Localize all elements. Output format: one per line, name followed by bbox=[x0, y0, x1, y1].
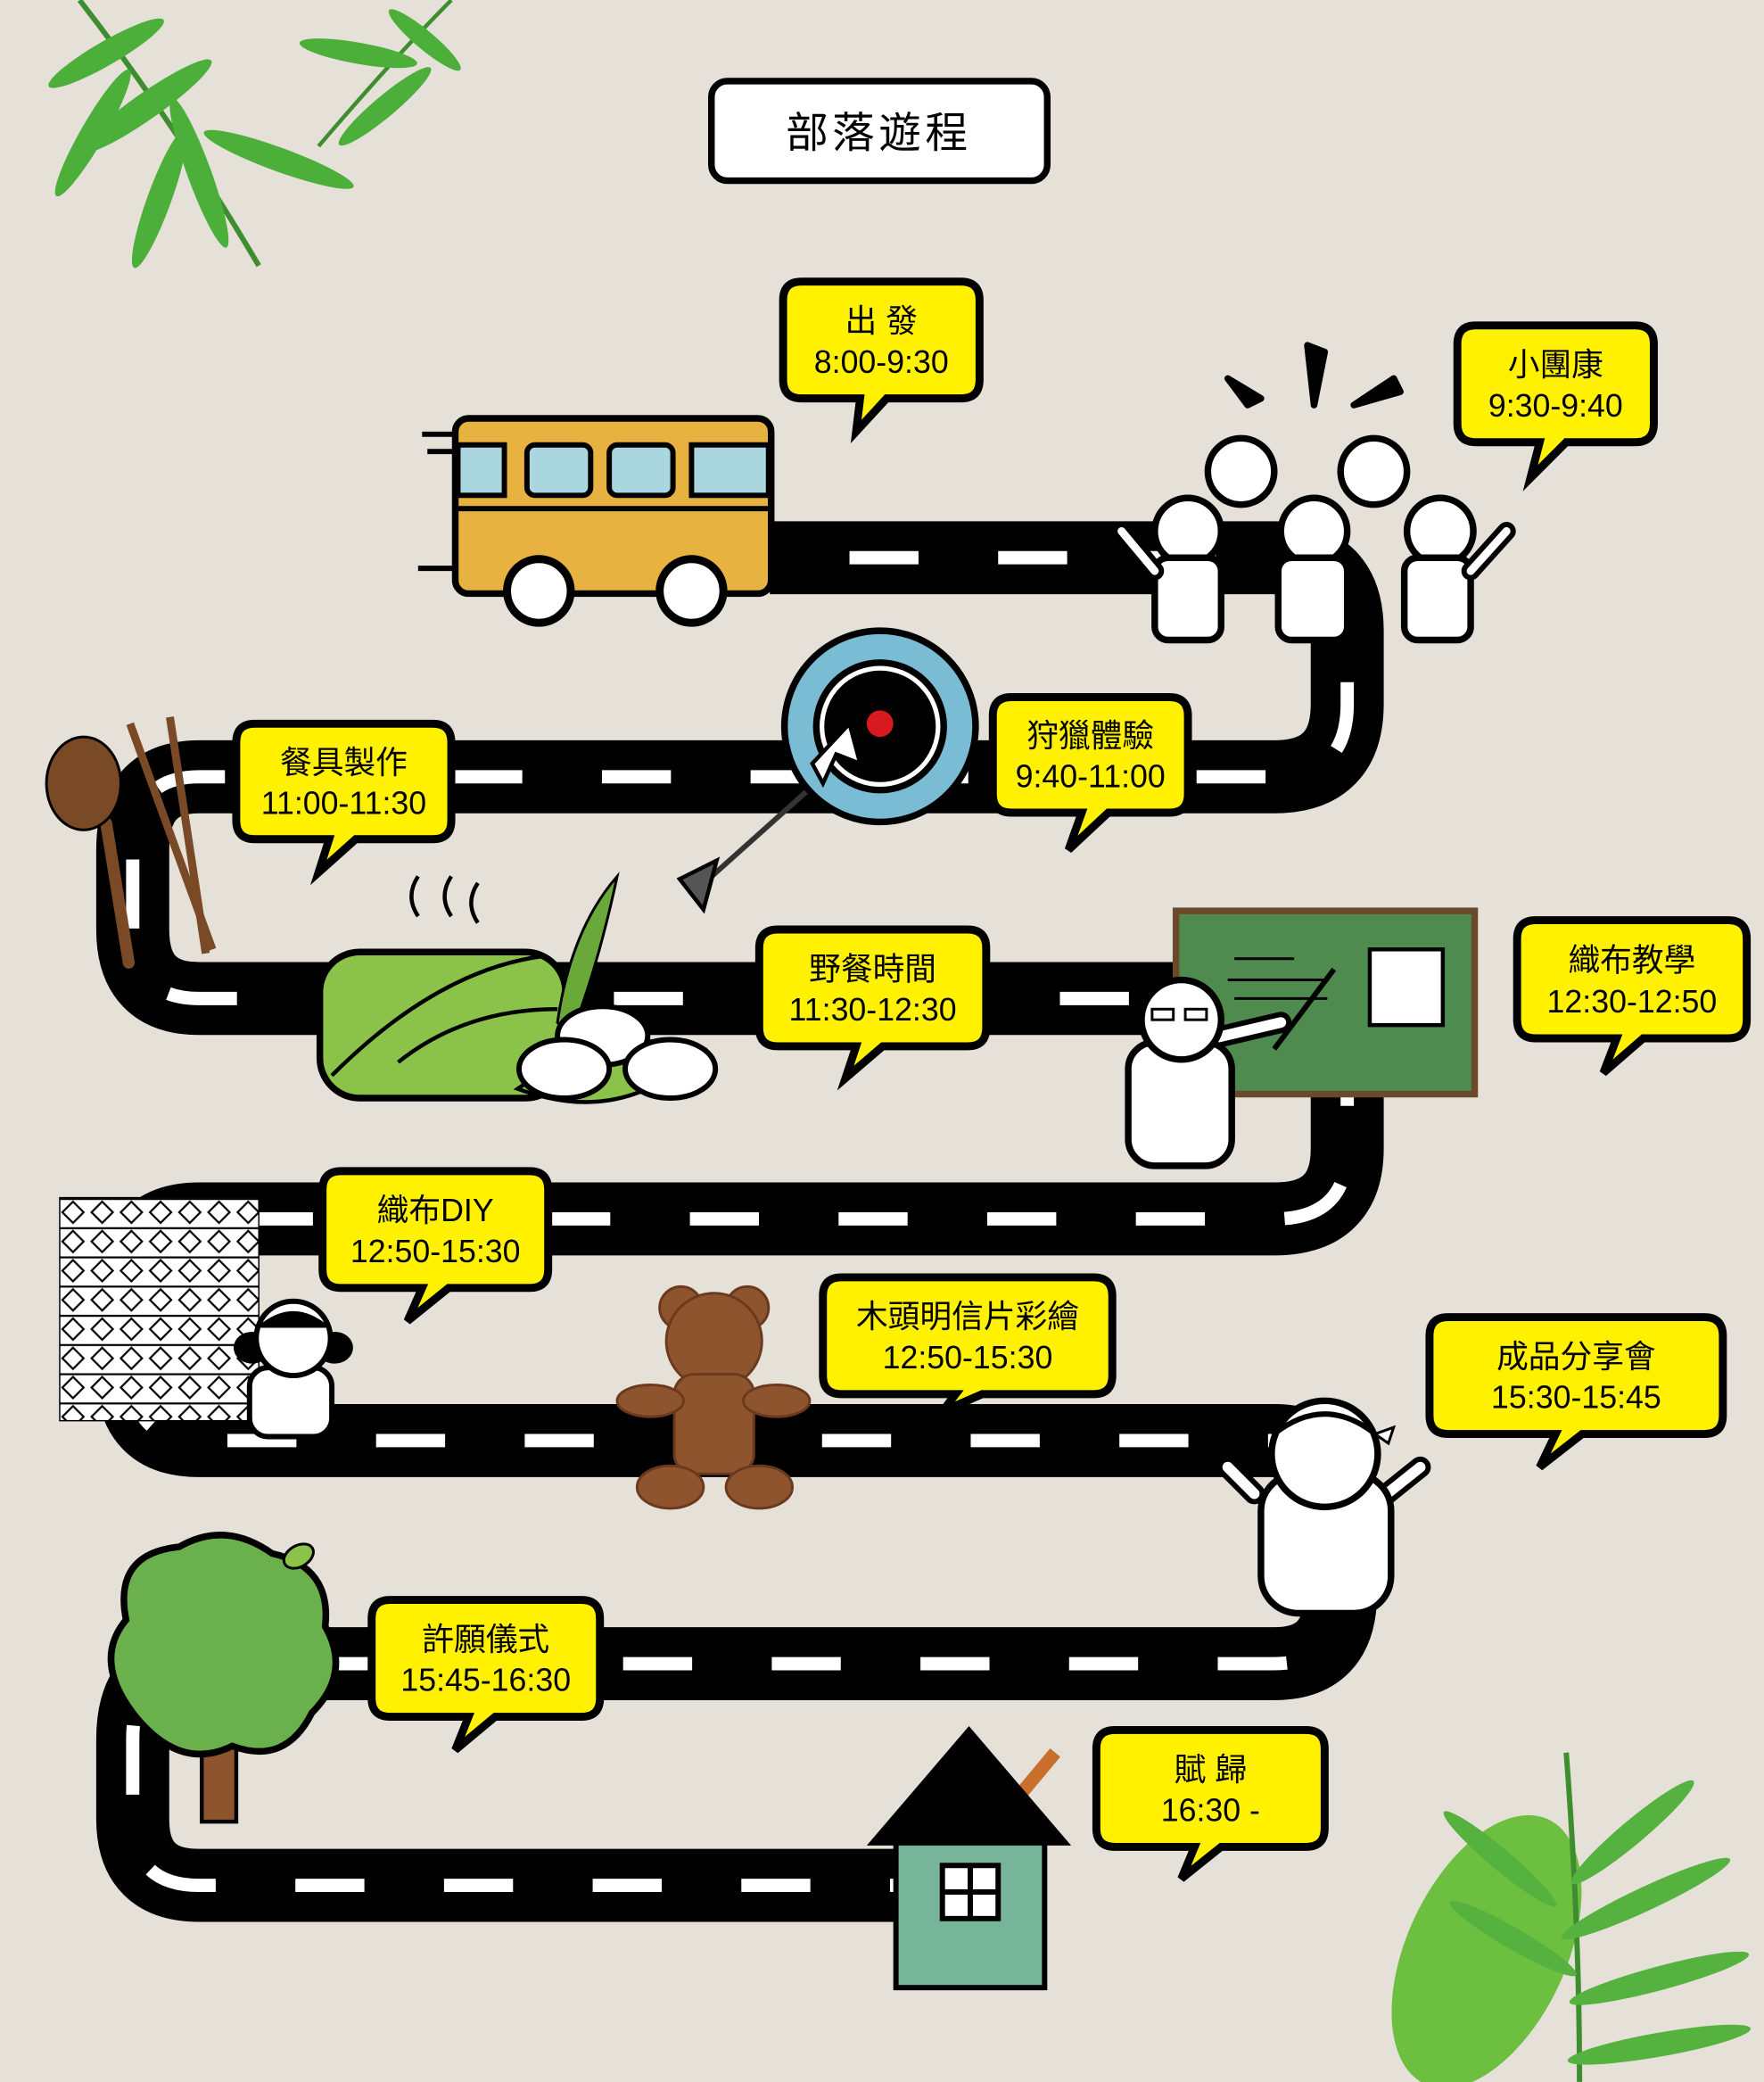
schedule-bubble: 賦 歸 16:30 - bbox=[1092, 1725, 1329, 1882]
stop-time: 15:30-15:45 bbox=[1491, 1380, 1661, 1416]
speech-bubble-shape bbox=[779, 277, 984, 444]
schedule-bubble: 織布教學 12:30-12:50 bbox=[1513, 916, 1752, 1077]
stop-name: 成品分享會 bbox=[1496, 1339, 1656, 1375]
schedule-bubble: 織布DIY 12:50-15:30 bbox=[318, 1167, 553, 1325]
schedule-bubble: 小團康 9:30-9:40 bbox=[1453, 321, 1658, 492]
schedule-bubble: 餐具製作 11:00-11:30 bbox=[232, 719, 456, 886]
stop-time: 9:40-11:00 bbox=[1016, 759, 1166, 795]
schedule-bubble: 木頭明信片彩繪 12:50-15:30 bbox=[819, 1273, 1117, 1422]
sharing-man-icon bbox=[1216, 1397, 1431, 1617]
schedule-bubbles: 出 發 8:00-9:30 小團康 9:30-9:40 狩獵體驗 9:40-11:00 餐具… bbox=[232, 277, 1752, 1882]
schedule-bubble: 出 發 8:00-9:30 bbox=[779, 277, 984, 444]
cheering-group-icon bbox=[1112, 342, 1516, 644]
speech-bubble-shape bbox=[232, 719, 456, 886]
speech-bubble-shape bbox=[1092, 1725, 1329, 1882]
page-title: 部落遊程 bbox=[786, 110, 971, 157]
wishing-tree-icon bbox=[107, 1532, 340, 1824]
stop-name: 出 發 bbox=[845, 303, 918, 339]
schedule-bubble: 野餐時間 11:30-12:30 bbox=[754, 925, 991, 1091]
weaver-girl-icon bbox=[233, 1298, 353, 1440]
road bbox=[95, 521, 1384, 1922]
speech-bubble-shape bbox=[819, 1273, 1117, 1422]
stop-name: 許願儀式 bbox=[422, 1622, 549, 1657]
speech-bubble-shape bbox=[367, 1596, 605, 1754]
hunting-target-icon bbox=[676, 627, 979, 914]
stop-name: 餐具製作 bbox=[280, 745, 408, 781]
road-lane-markings bbox=[126, 550, 1355, 1893]
palm-leaf-bottom-right bbox=[1391, 1752, 1752, 2082]
picnic-food-icon bbox=[316, 872, 719, 1104]
schedule-bubble: 狩獵體驗 9:40-11:00 bbox=[988, 693, 1192, 853]
stop-time: 12:50-15:30 bbox=[883, 1340, 1053, 1376]
stop-time: 15:45-16:30 bbox=[400, 1663, 571, 1698]
bus-icon bbox=[417, 415, 775, 627]
stop-time: 12:50-15:30 bbox=[350, 1234, 521, 1269]
wooden-bear-icon bbox=[615, 1285, 812, 1510]
speech-bubble-shape bbox=[988, 693, 1192, 853]
stop-time: 12:30-12:50 bbox=[1547, 984, 1718, 1020]
speech-bubble-shape bbox=[754, 925, 991, 1091]
speech-bubble-shape bbox=[1425, 1313, 1727, 1471]
home-house-icon bbox=[866, 1725, 1072, 1991]
speech-bubble-shape bbox=[1513, 916, 1752, 1077]
stop-time: 11:00-11:30 bbox=[261, 785, 426, 821]
woven-fabric-icon bbox=[59, 1196, 260, 1422]
stop-name: 野餐時間 bbox=[809, 951, 936, 987]
schedule-bubble: 許願儀式 15:45-16:30 bbox=[367, 1596, 605, 1754]
palm-leaf-top-left bbox=[48, 0, 461, 269]
stop-name: 小團康 bbox=[1508, 347, 1603, 383]
title-box: 部落遊程 bbox=[708, 78, 1051, 185]
stop-name: 狩獵體驗 bbox=[1026, 718, 1154, 754]
stop-name: 賦 歸 bbox=[1175, 1752, 1247, 1788]
stop-name: 織布教學 bbox=[1568, 943, 1695, 979]
speech-bubble-shape bbox=[1453, 321, 1658, 492]
stop-time: 8:00-9:30 bbox=[814, 344, 949, 380]
spoon-chopsticks-icon bbox=[45, 716, 217, 969]
schedule-bubble: 成品分享會 15:30-15:45 bbox=[1425, 1313, 1727, 1471]
stop-name: 木頭明信片彩繪 bbox=[856, 1299, 1079, 1334]
speech-bubble-shape bbox=[318, 1167, 553, 1325]
stop-time: 11:30-12:30 bbox=[789, 992, 957, 1028]
weaving-teacher-icon bbox=[1125, 907, 1479, 1169]
stop-name: 織布DIY bbox=[377, 1193, 494, 1228]
stop-time: 16:30 - bbox=[1161, 1793, 1260, 1829]
stop-time: 9:30-9:40 bbox=[1488, 388, 1623, 424]
